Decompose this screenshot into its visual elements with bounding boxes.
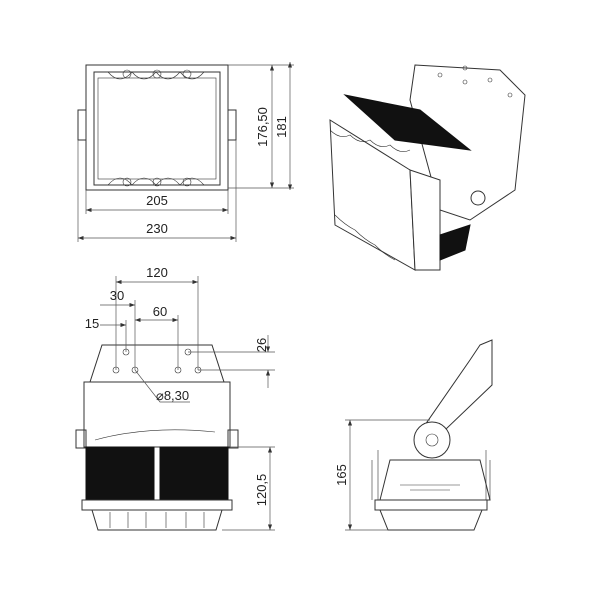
dim-120-5: 120,5 [254,474,269,507]
dim-205: 205 [146,193,168,208]
dim-26: 26 [254,338,269,352]
dim-230: 230 [146,221,168,236]
mount-view: 120 30 60 15 26 ⌀8,30 120,5 [75,265,275,531]
side-view: 165 [334,339,493,531]
dim-15: 15 [85,316,99,331]
dim-120: 120 [146,265,168,280]
dim-165: 165 [334,464,349,486]
isometric-view [329,64,526,271]
dim-176-50: 176,50 [255,107,270,147]
dim-60: 60 [153,304,167,319]
front-view: 205 230 176,50 181 [77,61,294,242]
dim-30: 30 [110,288,124,303]
dim-hole-diameter: ⌀8,30 [156,388,189,403]
dim-181: 181 [274,116,289,138]
